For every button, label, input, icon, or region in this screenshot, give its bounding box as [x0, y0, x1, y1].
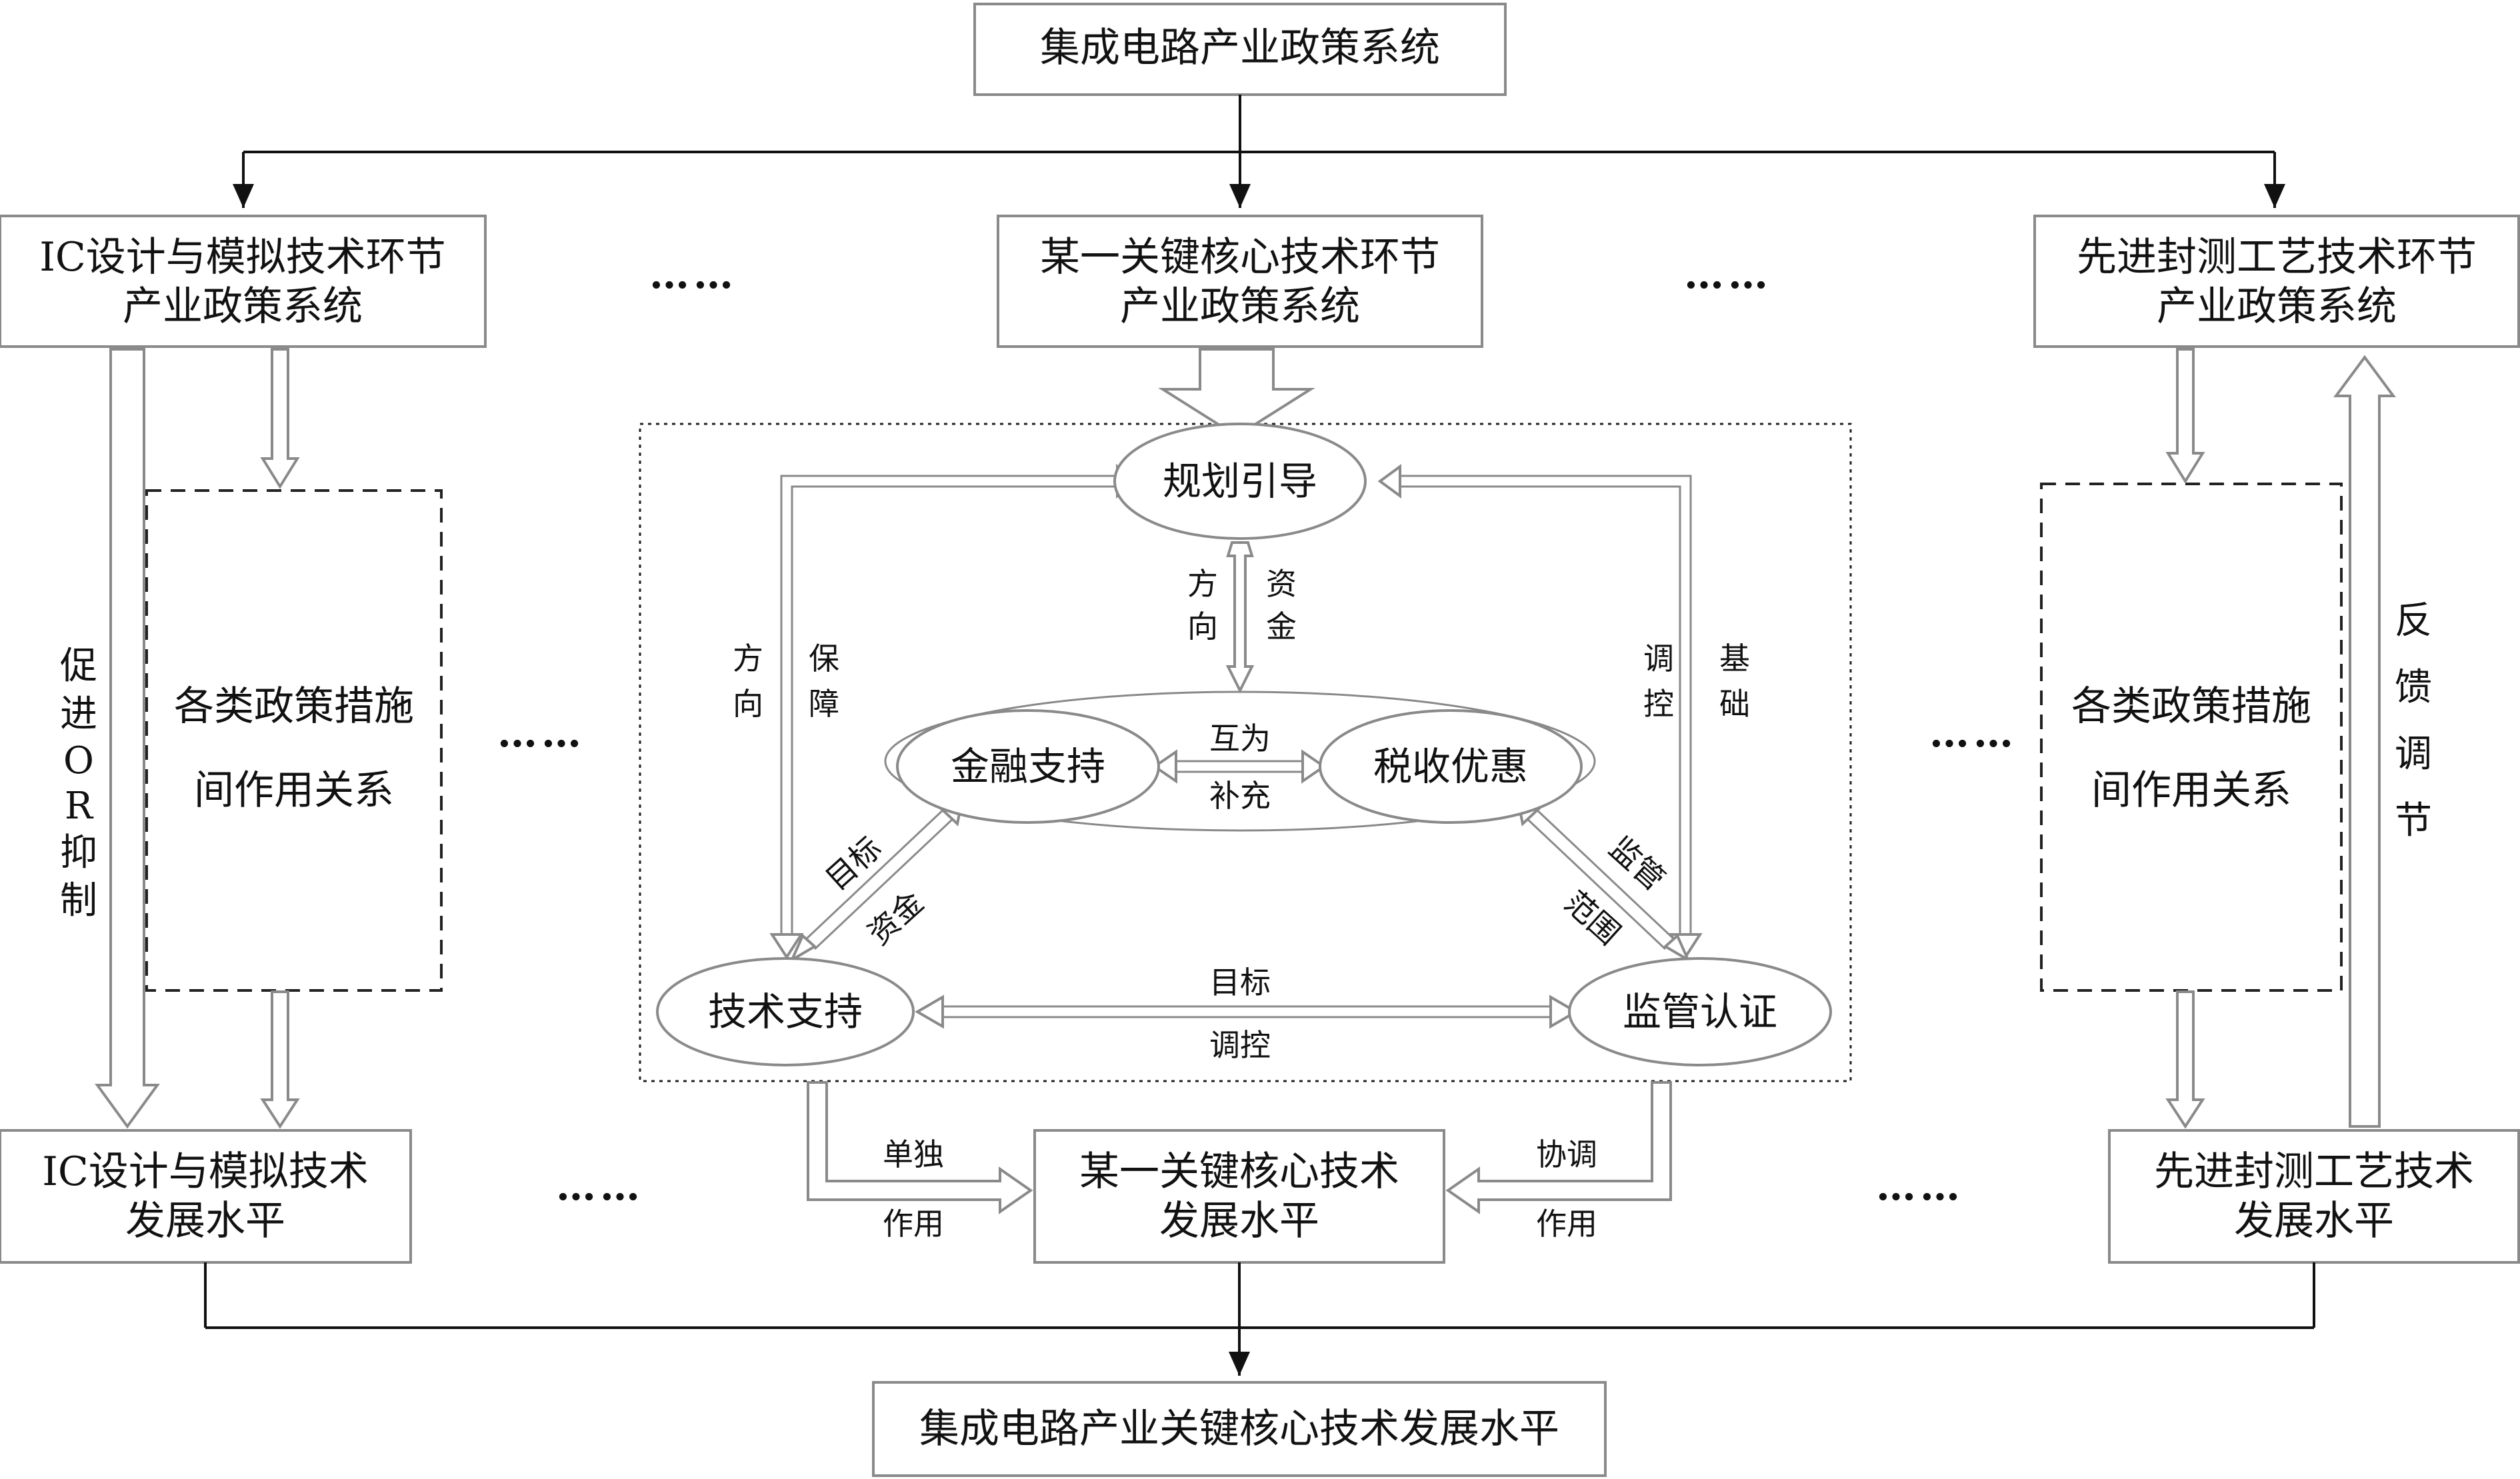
- label-effect-right: 作用: [1536, 1206, 1597, 1242]
- svg-text:先进封测工艺技术环节: 先进封测工艺技术环节: [2077, 234, 2477, 281]
- label-target-horizontal: 目标: [1209, 964, 1271, 1000]
- svg-text:馈: 馈: [2395, 666, 2432, 709]
- svg-text:先进封测工艺技术: 先进封测工艺技术: [2154, 1148, 2474, 1195]
- svg-text:资: 资: [1266, 566, 1297, 602]
- svg-text:调: 调: [2395, 733, 2432, 776]
- svg-text:调: 调: [1643, 641, 1674, 677]
- svg-text:方: 方: [733, 641, 763, 677]
- label-supervise-diag: 监管: [1603, 830, 1673, 898]
- ellipsis-dots: ……: [1684, 251, 1772, 298]
- measures-box-left: 各类政策措施 间作用关系: [145, 489, 443, 992]
- svg-text:IC设计与模拟技术环节: IC设计与模拟技术环节: [39, 234, 446, 281]
- ellipse-planning: 规划引导: [1113, 423, 1367, 540]
- ellipse-tech: 技术支持: [656, 957, 915, 1066]
- ellipsis-dots: ……: [649, 251, 737, 298]
- bottom-development-level-box: 集成电路产业关键核心技术发展水平: [872, 1381, 1607, 1477]
- svg-text:节: 节: [2395, 799, 2432, 842]
- measures-box-right: 各类政策措施 间作用关系: [2040, 483, 2343, 992]
- hollow-arrow-promote: [95, 348, 160, 1129]
- svg-text:础: 础: [1719, 686, 1750, 722]
- svg-text:进: 进: [60, 693, 97, 736]
- svg-text:发展水平: 发展水平: [125, 1198, 285, 1244]
- svg-text:向: 向: [1187, 609, 1218, 645]
- ellipse-supervision: 监管认证: [1568, 957, 1832, 1066]
- label-scope-diag: 范围: [1557, 884, 1627, 952]
- label-funds-diag: 资金: [861, 884, 931, 952]
- svg-text:各类政策措施: 各类政策措施: [2071, 683, 2311, 730]
- ellipse-finance: 金融支持: [896, 709, 1160, 824]
- svg-text:保: 保: [809, 641, 839, 677]
- svg-text:集成电路产业关键核心技术发展水平: 集成电路产业关键核心技术发展水平: [919, 1406, 1559, 1452]
- hollow-arrow-center-down: [1158, 348, 1315, 438]
- level-box-key-core: 某一关键核心技术 发展水平: [1033, 1129, 1445, 1264]
- svg-text:产业政策系统: 产业政策系统: [2157, 283, 2397, 330]
- policy-box-packaging: 先进封测工艺技术环节 产业政策系统: [2033, 215, 2520, 348]
- svg-text:发展水平: 发展水平: [1159, 1198, 1319, 1244]
- policy-box-ic-design: IC设计与模拟技术环节 产业政策系统: [0, 215, 487, 348]
- svg-text:税收优惠: 税收优惠: [1373, 744, 1528, 789]
- svg-text:金: 金: [1266, 609, 1297, 645]
- label-mutual: 互为: [1209, 721, 1271, 756]
- label-single: 单独: [883, 1136, 944, 1172]
- ellipsis-dots: ……: [1876, 1163, 1964, 1210]
- svg-text:集成电路产业政策系统: 集成电路产业政策系统: [1040, 25, 1440, 71]
- ellipsis-dots: ……: [556, 1163, 644, 1210]
- label-regulate-horizontal: 调控: [1209, 1027, 1271, 1063]
- svg-text:向: 向: [733, 686, 763, 722]
- svg-text:控: 控: [1643, 686, 1674, 722]
- label-guarantee: 保 障: [809, 641, 839, 722]
- label-funds-center: 资 金: [1266, 566, 1297, 645]
- label-foundation: 基 础: [1719, 641, 1750, 722]
- ellipsis-dots: ……: [497, 710, 585, 756]
- svg-text:R: R: [65, 784, 94, 828]
- svg-text:产业政策系统: 产业政策系统: [123, 283, 363, 330]
- svg-text:障: 障: [809, 686, 839, 722]
- svg-text:方: 方: [1187, 566, 1218, 602]
- svg-text:IC设计与模拟技术: IC设计与模拟技术: [42, 1148, 369, 1195]
- ellipse-tax: 税收优惠: [1319, 709, 1583, 824]
- svg-text:O: O: [63, 739, 94, 782]
- hollow-arrow-feedback: [2333, 355, 2396, 1128]
- feedback-label: 反 馈 调 节: [2395, 599, 2432, 842]
- label-regulate-right: 调 控: [1643, 641, 1674, 722]
- svg-text:金融支持: 金融支持: [951, 744, 1105, 789]
- label-coordinate: 协调: [1536, 1136, 1597, 1172]
- svg-text:某一关键核心技术: 某一关键核心技术: [1079, 1148, 1399, 1195]
- level-box-packaging: 先进封测工艺技术 发展水平: [2108, 1129, 2520, 1264]
- svg-text:抑: 抑: [60, 831, 97, 874]
- svg-text:反: 反: [2395, 599, 2432, 643]
- label-target-diag: 目标: [819, 830, 889, 898]
- promote-or-inhibit-label: 促 进 O R 抑 制: [60, 645, 97, 922]
- top-policy-system-box: 集成电路产业政策系统: [973, 3, 1507, 96]
- label-direction-left: 方 向: [733, 641, 763, 722]
- svg-text:间作用关系: 间作用关系: [2091, 767, 2291, 814]
- svg-text:技术支持: 技术支持: [708, 989, 863, 1034]
- label-direction-center: 方 向: [1187, 566, 1218, 645]
- svg-text:某一关键核心技术环节: 某一关键核心技术环节: [1040, 234, 1440, 281]
- svg-text:间作用关系: 间作用关系: [194, 767, 394, 814]
- svg-text:各类政策措施: 各类政策措施: [174, 683, 414, 730]
- svg-text:基: 基: [1719, 641, 1750, 677]
- level-box-ic-design: IC设计与模拟技术 发展水平: [0, 1129, 412, 1264]
- hollow-arrow-coordinated-effect: [1445, 1081, 1672, 1214]
- svg-text:产业政策系统: 产业政策系统: [1120, 283, 1360, 330]
- policy-interaction-frame: [639, 423, 1852, 1082]
- svg-text:制: 制: [60, 879, 97, 922]
- policy-box-key-core: 某一关键核心技术环节 产业政策系统: [997, 215, 1483, 348]
- hollow-arrow-single-effect: [807, 1081, 1033, 1214]
- label-effect-left: 作用: [883, 1206, 944, 1242]
- svg-text:发展水平: 发展水平: [2234, 1198, 2394, 1244]
- svg-text:监管认证: 监管认证: [1623, 989, 1777, 1034]
- ellipsis-dots: ……: [1929, 710, 2017, 756]
- label-supplement: 补充: [1209, 778, 1271, 814]
- svg-text:规划引导: 规划引导: [1163, 459, 1317, 504]
- svg-text:促: 促: [60, 645, 97, 688]
